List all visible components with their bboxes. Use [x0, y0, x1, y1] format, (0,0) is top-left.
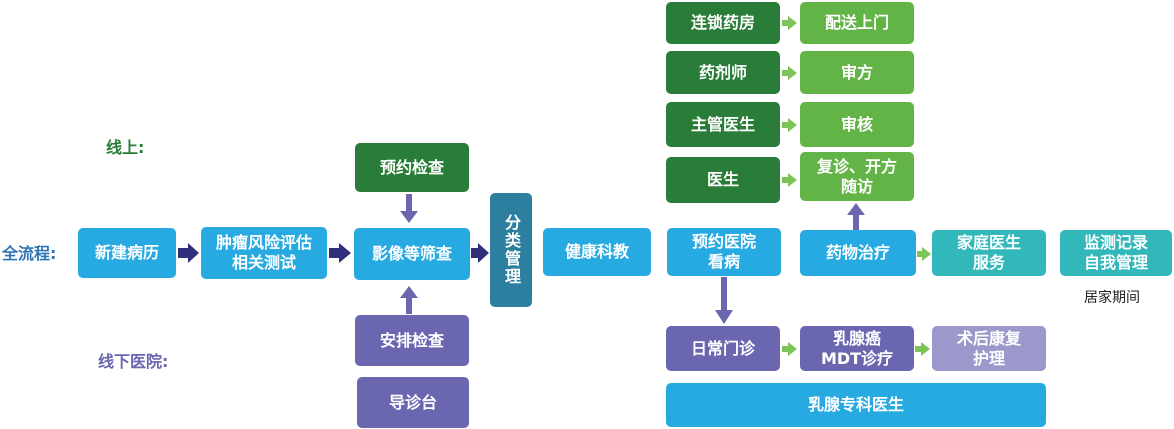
- imaging-screening-text: 影像等筛查: [371, 244, 452, 263]
- arrow-drug-to-followup-shaft: [853, 214, 859, 230]
- classify-manage-text: 分类管理: [502, 214, 521, 286]
- self-monitoring-box: 监测记录 自我管理: [1060, 230, 1172, 276]
- prescription-review-box: 审方: [800, 51, 914, 94]
- arrow-imaging-to-classify-shaft: [471, 248, 478, 258]
- rehab-box: 术后康复 护理: [932, 326, 1046, 371]
- specialist-box: 乳腺专科医生: [666, 383, 1046, 427]
- book-exam-text: 预约检查: [379, 157, 444, 177]
- pharmacist-box: 药剂师: [666, 51, 780, 94]
- triage-desk-text: 导诊台: [388, 392, 437, 412]
- attending-doctor-text: 主管医生: [690, 114, 755, 134]
- book-hospital-text: 预约医院 看病: [691, 232, 756, 271]
- classify-manage-box: 分类管理: [490, 193, 532, 307]
- arrow-doctor-icon: [788, 173, 797, 187]
- risk-assessment-text: 肿瘤风险评估 相关测试: [215, 233, 312, 272]
- book-hospital-box: 预约医院 看病: [667, 228, 781, 276]
- drug-treatment-box: 药物治疗: [800, 230, 916, 276]
- arrow-outpatient-to-mdt-shaft: [782, 346, 789, 352]
- arrow-hospital-to-outpatient-shaft: [721, 277, 727, 311]
- arrow-outpatient-to-mdt-icon: [788, 342, 797, 356]
- arrow-pharmacist-shaft: [782, 70, 789, 76]
- arrow-risk-to-imaging-icon: [339, 243, 351, 263]
- family-doctor-text: 家庭医生 服务: [956, 233, 1021, 272]
- arrow-pharmacist-icon: [788, 66, 797, 80]
- arrow-book-exam-shaft: [406, 194, 412, 212]
- home-period-note: 居家期间: [1084, 290, 1140, 306]
- doctor-text: 医生: [706, 170, 739, 189]
- prescription-review-text: 审方: [840, 62, 873, 82]
- audit-box: 审核: [800, 102, 914, 147]
- followup-box: 复诊、开方 随访: [800, 152, 914, 201]
- triage-desk-box: 导诊台: [357, 377, 469, 428]
- health-education-box: 健康科教: [543, 228, 651, 276]
- chain-pharmacy-box: 连锁药房: [666, 2, 780, 44]
- family-doctor-box: 家庭医生 服务: [932, 230, 1046, 276]
- mdt-text: 乳腺癌 MDT诊疗: [820, 328, 894, 368]
- health-education-text: 健康科教: [564, 242, 629, 261]
- home-delivery-box: 配送上门: [800, 2, 914, 44]
- pharmacist-text: 药剂师: [698, 62, 747, 82]
- mdt-box: 乳腺癌 MDT诊疗: [800, 326, 914, 371]
- arrow-arrange-exam-shaft: [406, 298, 412, 314]
- imaging-screening-box: 影像等筛查: [354, 228, 470, 280]
- outpatient-box: 日常门诊: [666, 326, 780, 371]
- arrow-hospital-to-outpatient-icon: [715, 310, 733, 324]
- arrow-record-to-risk-icon: [188, 243, 199, 263]
- arrow-risk-to-imaging-shaft: [329, 248, 339, 258]
- home-delivery-text: 配送上门: [824, 13, 889, 32]
- chain-pharmacy-text: 连锁药房: [690, 13, 755, 32]
- arrow-drug-to-family-shaft: [917, 251, 923, 257]
- arrow-mdt-to-rehab-icon: [921, 342, 930, 356]
- offline-label: 线下医院:: [98, 352, 169, 371]
- arrange-exam-box: 安排检查: [355, 315, 469, 366]
- specialist-text: 乳腺专科医生: [807, 395, 904, 414]
- arrow-imaging-to-classify-icon: [478, 243, 489, 263]
- attending-doctor-box: 主管医生: [666, 102, 780, 147]
- new-record-box: 新建病历: [78, 228, 176, 278]
- outpatient-text: 日常门诊: [690, 338, 755, 358]
- online-label: 线上:: [106, 138, 145, 157]
- drug-treatment-text: 药物治疗: [825, 243, 890, 262]
- arrow-mdt-to-rehab-shaft: [915, 346, 922, 352]
- arrow-book-exam-icon: [400, 211, 418, 223]
- self-monitoring-text: 监测记录 自我管理: [1083, 233, 1148, 272]
- audit-text: 审核: [840, 114, 873, 134]
- arrow-drug-to-followup-icon: [847, 203, 865, 215]
- new-record-text: 新建病历: [94, 243, 159, 262]
- arrow-pharmacy-icon: [788, 16, 797, 30]
- book-exam-box: 预约检查: [355, 143, 469, 192]
- arrow-attending-icon: [788, 118, 797, 132]
- arrow-doctor-shaft: [782, 177, 789, 183]
- followup-text: 复诊、开方 随访: [816, 156, 897, 196]
- arrow-arrange-exam-icon: [400, 286, 418, 298]
- arrow-attending-shaft: [782, 122, 789, 128]
- risk-assessment-box: 肿瘤风险评估 相关测试: [201, 227, 327, 279]
- arrow-record-to-risk-shaft: [178, 248, 188, 258]
- doctor-box: 医生: [666, 157, 780, 203]
- arrow-drug-to-family-icon: [922, 247, 931, 261]
- rehab-text: 术后康复 护理: [956, 328, 1021, 368]
- full-process-label: 全流程:: [2, 244, 57, 263]
- arrow-pharmacy-shaft: [782, 20, 789, 26]
- arrange-exam-text: 安排检查: [379, 330, 444, 350]
